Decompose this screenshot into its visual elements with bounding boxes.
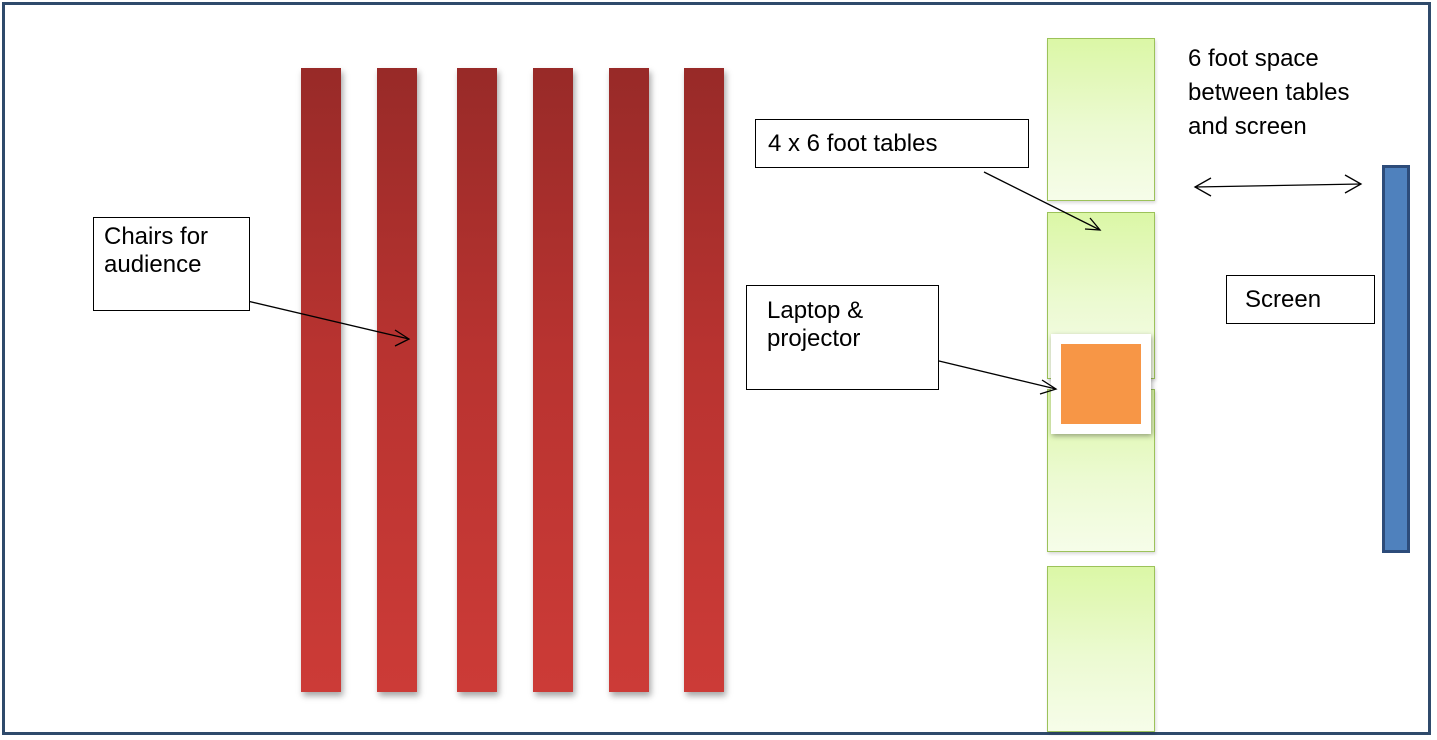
laptop-label: Laptop & projector xyxy=(746,285,939,390)
laptop-projector xyxy=(1051,334,1151,434)
screen-label: Screen xyxy=(1226,275,1375,324)
table xyxy=(1047,38,1155,201)
chairs-label: Chairs for audience xyxy=(93,217,250,311)
table xyxy=(1047,566,1155,732)
laptop-projector-fill xyxy=(1061,344,1141,424)
spacing-note: 6 foot space between tables and screen xyxy=(1188,45,1350,140)
chair-row xyxy=(684,68,724,692)
chair-row xyxy=(377,68,417,692)
tables-pointer-arrow xyxy=(983,171,1101,231)
chair-row xyxy=(457,68,497,692)
projection-screen xyxy=(1382,165,1410,553)
spacing-double-arrow xyxy=(1194,183,1362,188)
tables-label: 4 x 6 foot tables xyxy=(755,119,1029,168)
chair-row xyxy=(301,68,341,692)
chair-row xyxy=(533,68,573,692)
chair-row xyxy=(609,68,649,692)
